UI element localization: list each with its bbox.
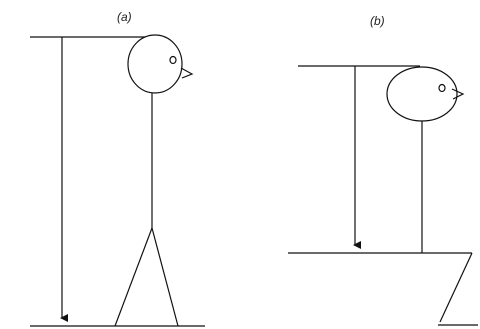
figure-b-eye <box>438 83 446 93</box>
figure-b-leg <box>439 252 473 323</box>
panel-b <box>288 65 478 326</box>
panel-a <box>30 34 205 327</box>
panel-b-caption: (b) <box>370 14 385 28</box>
figure-b-beak <box>451 88 465 100</box>
figure-a-right-leg <box>151 227 179 327</box>
figure-a-eye <box>169 55 177 65</box>
figure-a-left-leg <box>114 227 153 327</box>
stick-figure-crouching <box>386 66 473 323</box>
figure-a-head <box>127 34 183 94</box>
figure-b-head <box>386 66 458 122</box>
panel-a-caption: (a) <box>117 10 132 24</box>
stick-figure-standing <box>114 34 194 327</box>
figure-a-beak <box>180 67 194 79</box>
